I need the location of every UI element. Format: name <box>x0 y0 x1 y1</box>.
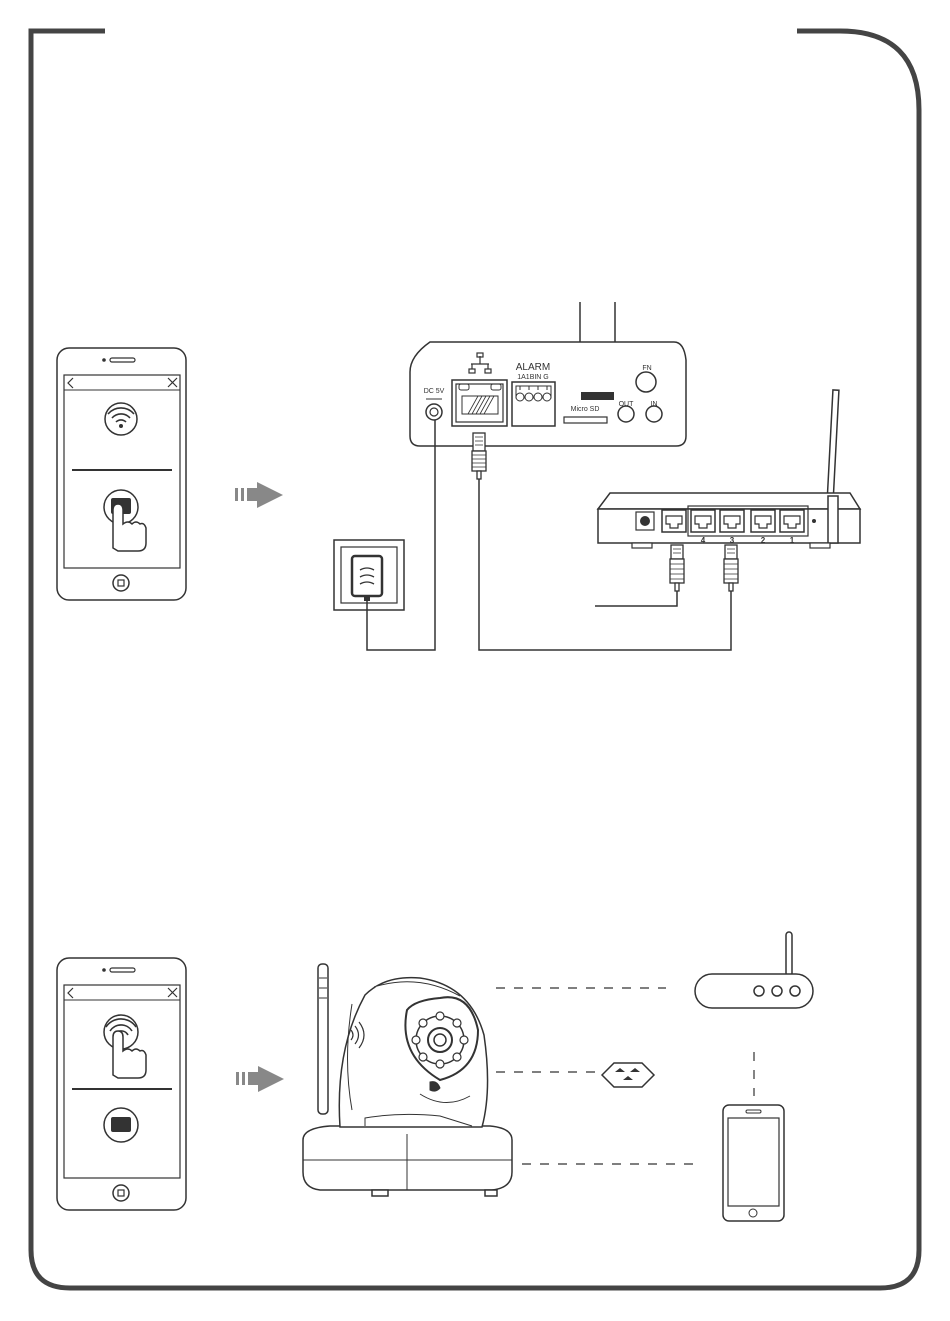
router-port-wan <box>662 510 686 532</box>
camera-back-panel: DC 5V ALARM 1A1BIN G <box>410 302 686 446</box>
router-port-label: 2 <box>761 536 766 545</box>
audio-out-port <box>618 406 634 422</box>
smartphone-icon <box>723 1105 784 1221</box>
router-port-label: 1 <box>790 536 795 545</box>
smartphone-wifi-setup <box>57 958 186 1210</box>
fn-button <box>636 372 656 392</box>
wifi-mode-icon <box>105 403 137 435</box>
alarm-pins-label: 1A1BIN G <box>517 374 549 381</box>
microsd-label: Micro SD <box>571 406 600 413</box>
ethernet-plug-router-lan <box>724 545 738 591</box>
audio-in-port <box>646 406 662 422</box>
smartphone-wired-setup <box>57 348 186 600</box>
arrow-right-icon <box>236 1066 284 1092</box>
ethernet-plug-router-wan <box>670 545 684 591</box>
alarm-terminal <box>512 382 555 426</box>
antenna-base <box>581 392 614 400</box>
power-outlet <box>334 540 404 610</box>
fn-label: FN <box>642 365 651 372</box>
router-port-label: 4 <box>701 536 706 545</box>
router-port-label: 3 <box>730 536 735 545</box>
dc-power-port <box>426 404 442 420</box>
arrow-right-icon <box>235 482 283 508</box>
ethernet-plug-camera <box>472 433 486 479</box>
pan-tilt-camera <box>303 964 512 1196</box>
wifi-router-icon <box>695 932 813 1008</box>
cloud-p2p-icon <box>602 1063 654 1087</box>
ethernet-port <box>452 380 507 426</box>
microsd-slot <box>564 417 607 423</box>
alarm-label: ALARM <box>516 362 550 373</box>
wired-mode-icon <box>104 1108 138 1142</box>
dc-label: DC 5V <box>424 388 445 395</box>
